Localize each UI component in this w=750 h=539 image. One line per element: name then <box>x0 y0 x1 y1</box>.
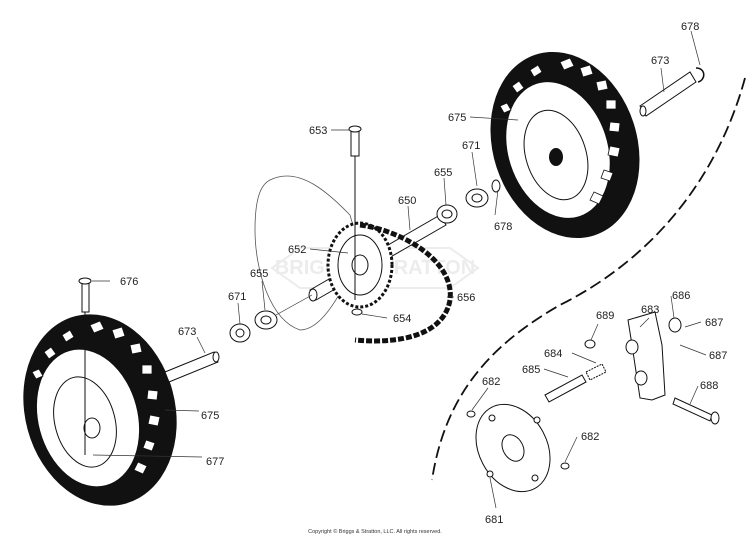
callout-label: 676 <box>120 276 138 288</box>
callout-label: 678 <box>681 21 699 33</box>
callout-label: 688 <box>700 380 718 392</box>
callout-label: 656 <box>457 292 475 304</box>
callout-label: 677 <box>206 456 224 468</box>
callout-label: 686 <box>672 290 690 302</box>
callout-label: 682 <box>581 431 599 443</box>
divider-curve <box>431 77 746 481</box>
right-hardware <box>436 67 705 224</box>
bolt-676 <box>78 277 92 455</box>
right-wheel <box>490 51 640 239</box>
callout-label: 687 <box>709 350 727 362</box>
callout-label: 652 <box>288 244 306 256</box>
callout-label: 675 <box>201 410 219 422</box>
callout-label: 654 <box>393 313 411 325</box>
callout-label: 671 <box>228 291 246 303</box>
callout-label: 655 <box>250 268 268 280</box>
callout-label: 681 <box>485 514 503 526</box>
copyright-notice: Copyright © Briggs & Stratton, LLC. All … <box>308 529 442 535</box>
callout-label: 685 <box>522 364 540 376</box>
left-hardware <box>164 294 313 383</box>
callout-label: 689 <box>596 310 614 322</box>
callout-label: 673 <box>178 326 196 338</box>
sprocket <box>326 221 394 309</box>
callout-label: 687 <box>705 317 723 329</box>
callout-label: 675 <box>448 112 466 124</box>
chain <box>354 222 453 344</box>
frame-outline <box>254 175 361 331</box>
callout-label: 682 <box>482 376 500 388</box>
callout-label: 673 <box>651 55 669 67</box>
callout-labels: 678 673 675 653 671 655 650 678 652 676 … <box>120 21 727 526</box>
callout-label: 655 <box>434 167 452 179</box>
bolt-653 <box>348 125 363 316</box>
callout-label: 684 <box>544 348 562 360</box>
callout-label: 653 <box>309 125 327 137</box>
callout-label: 678 <box>494 221 512 233</box>
callout-label: 671 <box>462 140 480 152</box>
callout-label: 650 <box>398 195 416 207</box>
left-wheel <box>23 314 177 506</box>
hub-assembly <box>466 311 720 493</box>
leader-lines <box>92 30 707 509</box>
callout-label: 683 <box>641 304 659 316</box>
